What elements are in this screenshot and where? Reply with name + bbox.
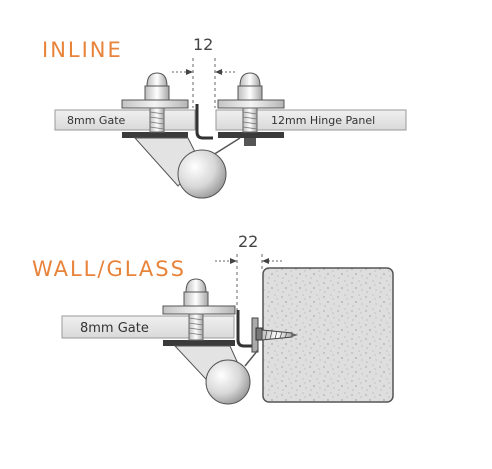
inline-hinge-leaf [195, 104, 213, 140]
inline-right-bottom-plate [218, 132, 284, 138]
wall-title: WALL/GLASS [32, 257, 186, 281]
wall-section: WALL/GLASS 22 8mm Gate [32, 232, 394, 405]
wall-hinge-ball [205, 359, 251, 405]
wall-screw [255, 327, 298, 341]
wall-hinge-leaf [236, 310, 252, 348]
inline-right-glass-panel [215, 109, 407, 131]
inline-left-panel-label: 8mm Gate [67, 114, 126, 127]
inline-left-bolt [144, 72, 170, 133]
wall-panel-label: 8mm Gate [80, 321, 149, 336]
inline-section: INLINE 12 8mm Gate 12mm Hinge Panel [42, 35, 407, 199]
inline-right-bolt [237, 72, 263, 146]
inline-title: INLINE [42, 38, 123, 62]
wall-gap-dimension: 22 [238, 232, 258, 251]
wall-bolt [183, 278, 209, 341]
wall-bottom-plate [163, 340, 235, 346]
inline-hinge-ball [177, 149, 227, 199]
inline-left-top-plate [121, 99, 189, 109]
inline-gap-dimension: 12 [193, 35, 213, 54]
inline-left-bottom-plate [122, 132, 188, 138]
wall-top-plate [162, 305, 236, 315]
inline-right-top-plate [217, 99, 285, 109]
inline-right-panel-label: 12mm Hinge Panel [271, 114, 375, 127]
